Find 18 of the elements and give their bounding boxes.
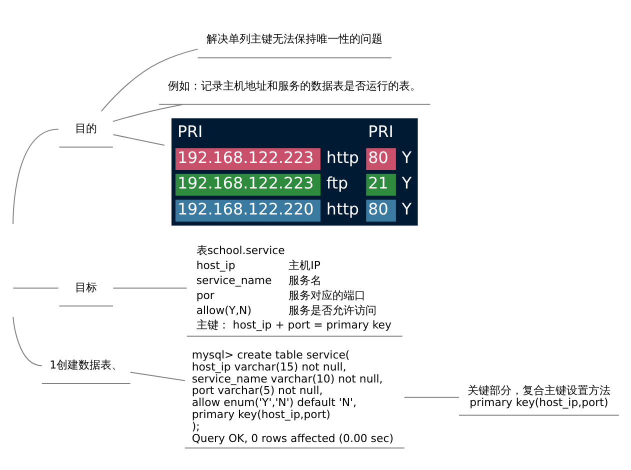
connector [112, 104, 184, 122]
connector [404, 396, 460, 398]
connector [12, 288, 59, 289]
connector [130, 372, 186, 382]
node-text: 1创建数据表、 [50, 358, 123, 372]
node-box: PRI PRI 192.168.122.223 http 80 Y 192.168.122.223 ftp 21 Y 192.168.122.220 http 80 Y [172, 118, 418, 226]
connector [112, 288, 188, 289]
node-text: 目标 [75, 280, 98, 294]
node-text: 例如：记录主机地址和服务的数据表是否运行的表。 [168, 79, 422, 92]
node-text: 目的 [75, 122, 98, 136]
node-text: mysql> create table service( host_ip varchar(15) not null, service_name varchar(10) not null, port varchar(5) not null, allow enum('Y','N') default 'N', primary key(host_ip,port) ); Query OK, 0 rows affected (0.00 sec) [192, 348, 394, 445]
node-text: 表school.service host_ip 主机IP service_name 服务名 por 服务对应的端口 allow(Y,N) 服务是否允许访问 主键： host_ip + port = primary key [196, 244, 392, 332]
connector [100, 48, 198, 112]
connector [112, 134, 165, 146]
connector [12, 128, 59, 224]
connector [12, 316, 42, 366]
node-text: 解决单列主键无法保持唯一性的问题 [206, 32, 383, 46]
node-text: 关键部分，复合主键设置方法 primary key(host_ip,port) [467, 384, 610, 410]
